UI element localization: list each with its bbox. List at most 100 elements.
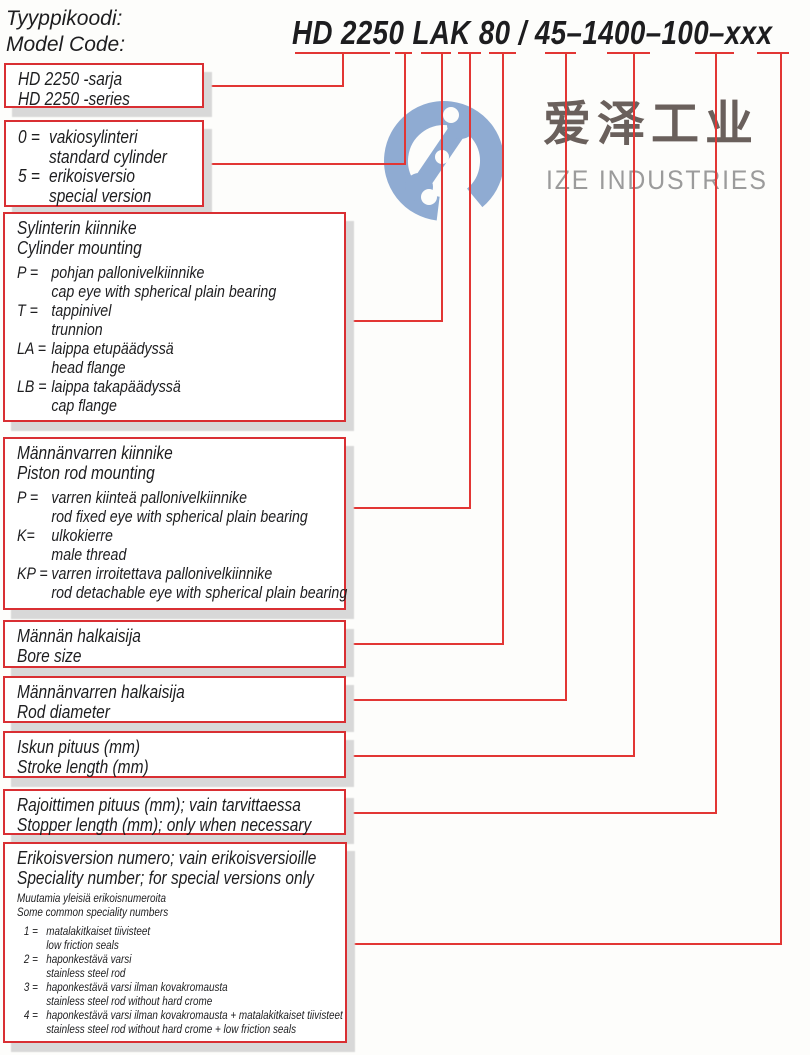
version-item: 0 = vakiosylinteri standard cylinder [18, 127, 194, 167]
page-title: Tyyppikoodi: Model Code: [6, 6, 125, 58]
box-title-en: Piston rod mounting [17, 463, 155, 483]
arm-rod-mounting [346, 507, 471, 509]
version-item: 5 = erikoisversio special version [18, 166, 194, 206]
item-code: P = [17, 264, 39, 282]
item-code: 5 = [18, 166, 40, 186]
drop-cylinder-mounting [441, 52, 443, 322]
box-title-fi: Männän halkaisija [17, 626, 141, 646]
item-desc-en: special version [48, 185, 152, 206]
box-note-en: Some common speciality numbers [17, 906, 169, 919]
box-stroke-length: Iskun pituus (mm) Stroke length (mm) [3, 731, 346, 778]
drop-version [404, 52, 406, 165]
cap-cylinder-mounting [421, 52, 451, 54]
box-cylinder-mounting: Sylinterin kiinnike Cylinder mounting P … [3, 212, 346, 422]
arm-rod-diameter [346, 699, 567, 701]
cap-stopper-length [695, 52, 734, 54]
box-series: HD 2250 -sarja HD 2250 -series [4, 63, 204, 109]
box-title-fi: Rajoittimen pituus (mm); vain tarvittaes… [17, 795, 301, 815]
drop-stopper-length [715, 52, 717, 814]
box-title-fi: Männänvarren kiinnike [17, 443, 173, 463]
item-code: T = [17, 302, 38, 320]
box-title-en: Stopper length (mm); only when necessary [17, 815, 312, 835]
box-rod-mounting: Männänvarren kiinnike Piston rod mountin… [3, 437, 347, 610]
mounting-item: LB = laippa takapäädyssä cap flange [17, 378, 335, 416]
item-code: 1 = [23, 926, 38, 938]
arm-stroke-length [346, 755, 635, 757]
series-label-fi: HD 2250 -sarja [18, 69, 123, 89]
box-speciality-number: Erikoisversion numero; vain erikoisversi… [3, 842, 347, 1043]
item-desc-en: head flange [51, 359, 126, 377]
cap-version [395, 52, 412, 54]
watermark-en-text: IZE INDUSTRIES [546, 165, 768, 195]
box-title-en: Stroke length (mm) [17, 757, 149, 777]
item-desc-fi: ulkokierre [51, 527, 113, 545]
item-desc-fi: haponkestävä varsi [46, 954, 132, 966]
wrench-circle-logo-icon [383, 101, 504, 221]
item-desc-en: trunnion [51, 321, 103, 339]
item-code: 4 = [23, 1010, 38, 1022]
item-desc-fi: vakiosylinteri [48, 127, 138, 147]
item-desc-en: stainless steel rod without hard crome [46, 996, 213, 1008]
box-note-fi: Muutamia yleisiä erikoisnumeroita [17, 893, 166, 905]
item-desc-fi: varren irroitettava pallonivelkiinnike [51, 565, 273, 583]
mounting-item: LA = laippa etupäädyssä head flange [17, 340, 335, 378]
item-desc-en: standard cylinder [48, 146, 167, 167]
arm-version [204, 163, 406, 165]
drop-rod-mounting [469, 52, 471, 509]
box-title-en: Bore size [17, 646, 82, 666]
mounting-item: P = varren kiinteä pallonivelkiinnike ro… [17, 489, 335, 527]
cap-rod-diameter [545, 52, 576, 54]
item-code: LB = [17, 378, 47, 396]
item-desc-fi: laippa takapäädyssä [51, 378, 181, 396]
mounting-item: K= ulkokierre male thread [17, 527, 335, 565]
item-desc-fi: varren kiinteä pallonivelkiinnike [51, 489, 248, 507]
item-desc-fi: tappinivel [51, 302, 112, 320]
model-code: HD 2250 LAK 80 / 45–1400–100–xxx [292, 14, 773, 51]
item-desc-en: low friction seals [46, 940, 119, 952]
mounting-item: T = tappinivel trunnion [17, 302, 335, 340]
arm-stopper-length [346, 812, 717, 814]
item-desc-en: stainless steel rod [46, 968, 126, 980]
arm-speciality-number [346, 943, 782, 945]
page-title-en: Model Code: [6, 33, 126, 56]
item-desc-en: male thread [51, 546, 127, 564]
page-title-fi: Tyyppikoodi: [6, 7, 123, 30]
box-title-fi: Iskun pituus (mm) [17, 737, 141, 757]
box-version: 0 = vakiosylinteri standard cylinder 5 =… [4, 120, 204, 207]
series-label-en: HD 2250 -series [18, 89, 130, 109]
watermark-cn-text: 爱泽工业 [543, 96, 760, 152]
box-rod-diameter: Männänvarren halkaisija Rod diameter [3, 676, 346, 723]
box-title-fi: Männänvarren halkaisija [17, 682, 185, 702]
item-desc-fi: pohjan pallonivelkiinnike [51, 264, 205, 282]
drop-speciality-number [780, 52, 782, 945]
item-code: KP = [17, 565, 48, 583]
box-stopper-length: Rajoittimen pituus (mm); vain tarvittaes… [3, 789, 346, 835]
item-desc-fi: haponkestävä varsi ilman kovakromausta [46, 982, 228, 994]
drop-bore-size [502, 52, 504, 645]
item-code: 3 = [23, 982, 38, 994]
item-desc-fi: erikoisversio [48, 166, 135, 186]
item-code: 2 = [23, 954, 38, 966]
box-title-en: Cylinder mounting [17, 238, 142, 258]
box-title-fi: Sylinterin kiinnike [17, 218, 137, 238]
speciality-item: 4 = haponkestävä varsi ilman kovakromaus… [17, 1009, 343, 1037]
arm-series [204, 85, 344, 87]
mounting-item: P = pohjan pallonivelkiinnike cap eye wi… [17, 264, 335, 302]
speciality-item: 2 = haponkestävä varsi stainless steel r… [17, 953, 336, 981]
mounting-item: KP = varren irroitettava pallonivelkiinn… [17, 565, 347, 603]
speciality-item: 1 = matalakitkaiset tiivisteet low frict… [17, 925, 336, 953]
item-desc-en: rod detachable eye with spherical plain … [51, 584, 348, 602]
item-desc-en: cap eye with spherical plain bearing [51, 283, 277, 301]
item-desc-fi: matalakitkaiset tiivisteet [46, 926, 151, 938]
item-code: P = [17, 489, 39, 507]
item-code: LA = [17, 340, 47, 358]
item-desc-en: cap flange [51, 397, 117, 415]
speciality-item: 3 = haponkestävä varsi ilman kovakromaus… [17, 981, 336, 1009]
drop-stroke-length [633, 52, 635, 757]
item-code: 0 = [18, 127, 40, 147]
drop-rod-diameter [565, 52, 567, 701]
item-desc-fi: laippa etupäädyssä [51, 340, 174, 358]
box-title-en: Speciality number; for special versions … [17, 868, 314, 888]
cap-stroke-length [607, 52, 650, 54]
